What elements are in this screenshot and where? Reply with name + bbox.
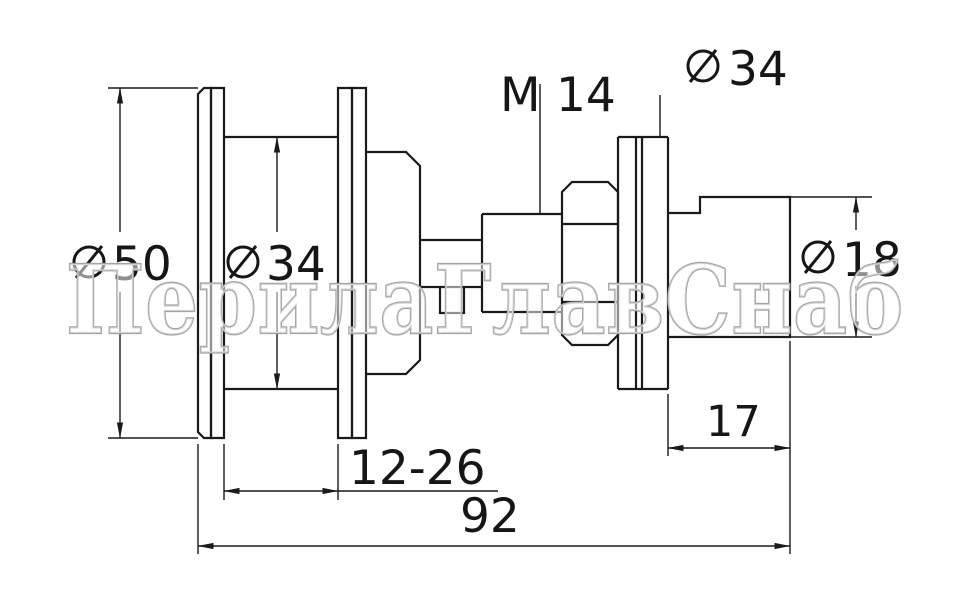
washer-discs [616, 135, 670, 391]
body-diameter-value: 34 [266, 237, 326, 292]
dim-overall-length: 92 [197, 444, 791, 554]
dim-body-diameter: 34 [226, 136, 326, 390]
diameter-icon [72, 245, 106, 279]
flange-disc-inner [209, 86, 226, 440]
washer-diameter-value: 34 [728, 42, 788, 97]
overall-length-value: 92 [460, 489, 520, 544]
part-view [196, 86, 792, 440]
grip-range-value: 12-26 [349, 441, 486, 496]
dim-stem-diameter: 18 [790, 196, 902, 338]
flange-diameter-value: 50 [112, 237, 172, 292]
dim-stem-length: 17 [667, 341, 791, 554]
stem-diameter-value: 18 [842, 233, 902, 288]
body-cylinder [224, 135, 338, 391]
neck-lug [438, 287, 466, 315]
taper-section [366, 150, 422, 376]
thread-value: 14 [556, 68, 616, 123]
watermark: ПерилаГлавСнаб [65, 244, 904, 357]
diameter-icon [686, 49, 720, 83]
threaded-stud [480, 212, 562, 314]
dim-flange-diameter: 50 [72, 87, 198, 439]
mounting-stem [668, 195, 792, 339]
hex-nut-facets [562, 222, 618, 304]
dim-washer-diameter: 34 [659, 42, 788, 136]
watermark-text: ПерилаГлавСнаб [66, 245, 904, 356]
diameter-icon [801, 240, 835, 274]
stem-length-value: 17 [706, 397, 761, 447]
dim-thread: M 14 [500, 68, 616, 214]
diameter-icon [226, 245, 260, 279]
thread-prefix: M [500, 68, 541, 123]
flange2-disc-b [350, 86, 368, 440]
dim-grip-range: 12-26 [223, 441, 498, 500]
neck-section [420, 238, 482, 289]
